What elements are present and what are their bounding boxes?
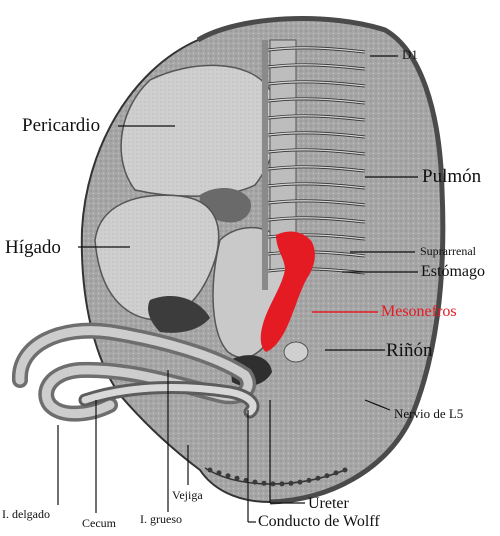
cavity-1 [148, 296, 210, 333]
nerve-bead [279, 481, 285, 487]
spinal-nerve-core [267, 132, 366, 138]
spinal-nerve-core [267, 81, 366, 87]
pericardio-shape [120, 64, 278, 197]
nerve-bead [306, 477, 312, 483]
label-d1: D1 [402, 47, 418, 62]
label-ureter: Ureter [308, 495, 349, 512]
nerve-bead [342, 467, 348, 473]
nerve-bead [234, 475, 240, 481]
higado-shape [94, 194, 220, 321]
spinal-nerve-core [267, 166, 366, 172]
nerve-bead [324, 473, 330, 479]
vertebral-column-2 [262, 40, 268, 290]
spinal-nerve-core [267, 47, 366, 53]
spinal-nerve-core [267, 217, 366, 223]
label-i-delgado: I. delgado [2, 507, 50, 521]
spinal-nerve-core [267, 149, 366, 155]
label-estomago: Estómago [421, 263, 485, 280]
label-higado: Hígado [5, 237, 61, 258]
spinal-nerve-core [267, 183, 366, 189]
spinal-nerve-core [267, 64, 366, 70]
nerve-bead [297, 479, 303, 485]
pointer-lines [57, 55, 418, 523]
lower-nerve-beads [207, 467, 348, 487]
spinal-nerve-core [267, 200, 366, 206]
nerve-bead [270, 481, 276, 487]
label-vejiga: Vejiga [172, 488, 203, 502]
spinal-nerve-core [267, 98, 366, 104]
spinal-nerve-core [267, 251, 366, 257]
label-pulmon: Pulmón [422, 166, 482, 187]
label-pericardio: Pericardio [22, 115, 101, 136]
mesonefros-shape [260, 231, 315, 352]
label-i-grueso: I. grueso [140, 512, 182, 526]
intestine-tube-inner [81, 383, 257, 416]
nerve-bead [261, 480, 267, 486]
nerve-bead [252, 479, 258, 485]
nerve-bead [207, 467, 213, 473]
label-mesonefros: Mesonefros [381, 303, 457, 320]
spinal-nerves [267, 46, 366, 275]
label-nervio-l5: Nervio de L5 [394, 406, 464, 421]
nerve-bead [225, 473, 231, 479]
label-suprarrenal: Suprarrenal [420, 244, 476, 258]
label-cecum: Cecum [82, 516, 116, 530]
nerve-bead [288, 480, 294, 486]
rinon-shape [283, 341, 309, 363]
label-rinon: Riñón [386, 340, 433, 361]
nerve-bead [333, 470, 339, 476]
nerve-bead [315, 475, 321, 481]
body-rim [196, 16, 446, 505]
spinal-nerve-core [267, 115, 366, 121]
nerve-bead [216, 470, 222, 476]
label-conducto-wolff: Conducto de Wolff [258, 513, 380, 530]
nerve-bead [243, 477, 249, 483]
